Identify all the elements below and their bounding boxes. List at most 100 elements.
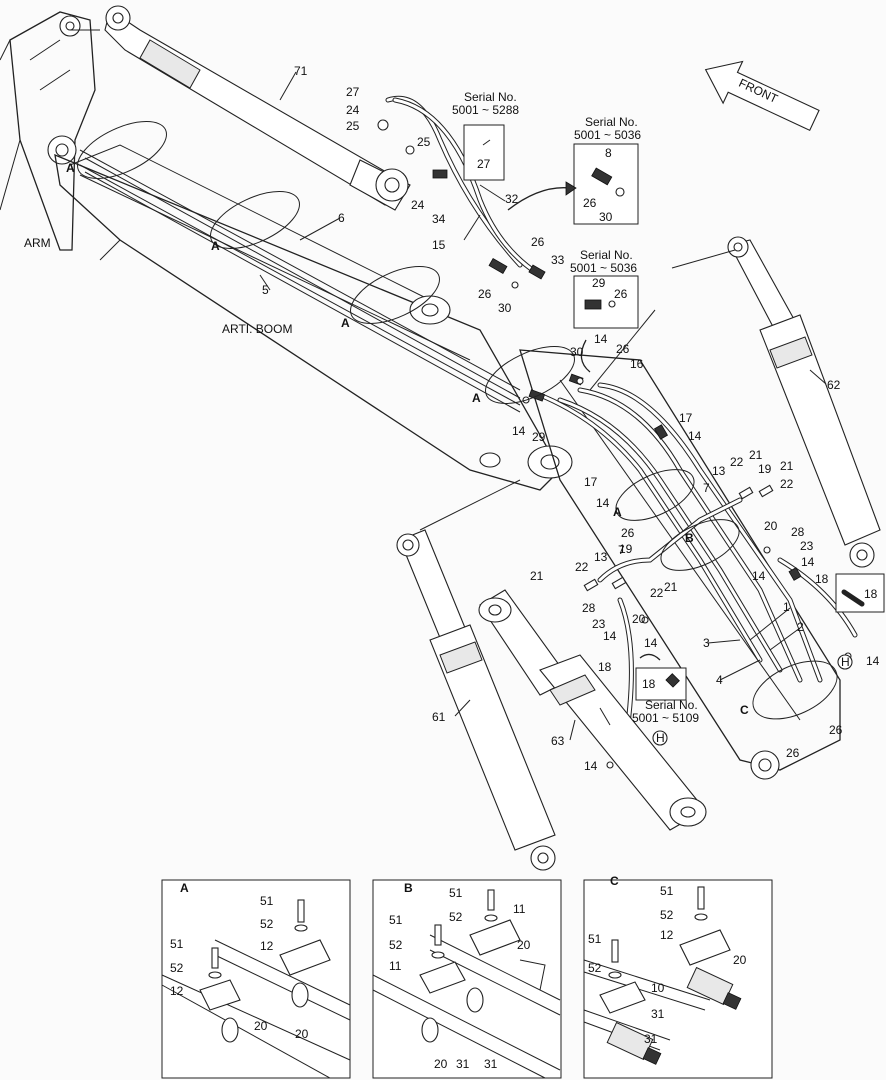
panel-b-11-left: 11 — [389, 959, 402, 973]
arm-structure — [0, 11, 96, 251]
callout-25b: 25 — [417, 135, 431, 149]
front-arrow — [704, 60, 820, 132]
callout-3: 3 — [703, 636, 710, 650]
serial-2-title: Serial No. — [585, 115, 638, 129]
callout-7b: 7 — [618, 543, 625, 557]
serial-3-range: 5001 ~ 5036 — [570, 261, 637, 275]
marker-a-3: A — [341, 316, 350, 330]
callout-16: 16 — [630, 357, 644, 371]
callout-13b: 13 — [594, 550, 608, 564]
panel-c-31-a: 31 — [651, 1007, 665, 1021]
panel-c-12-top: 12 — [660, 928, 674, 942]
panel-a-drawing — [161, 899, 351, 1079]
arm-cylinder — [104, 5, 411, 211]
callout-26a: 26 — [531, 235, 545, 249]
arrow-head-1 — [565, 181, 577, 196]
panel-c-52-top: 52 — [660, 908, 674, 922]
callout-14a: 14 — [594, 332, 608, 346]
serial-1-title: Serial No. — [464, 90, 517, 104]
panel-a-51-left: 51 — [170, 937, 184, 951]
callout-23a: 23 — [800, 539, 814, 553]
main-boom — [519, 349, 841, 780]
callout-63: 63 — [551, 734, 565, 748]
detail-panel-c — [583, 879, 773, 1079]
detail-panel-a — [161, 879, 351, 1079]
callout-30a: 30 — [498, 301, 512, 315]
inset-serial-5288 — [463, 124, 505, 181]
panel-a-20-bottom: 20 — [295, 1027, 309, 1041]
inset-18-left — [635, 667, 687, 701]
panel-a-52-top: 52 — [260, 917, 274, 931]
panel-c-20: 20 — [733, 953, 747, 967]
callout-34: 34 — [432, 212, 446, 226]
panel-c-drawing — [583, 886, 742, 1065]
panel-b-51-top: 51 — [449, 886, 463, 900]
callout-71: 71 — [294, 64, 308, 78]
callout-22a: 22 — [730, 455, 744, 469]
cylinder-63 — [478, 589, 707, 831]
panel-a-51-top: 51 — [260, 894, 274, 908]
callout-22b: 22 — [780, 477, 794, 491]
detail-panel-b — [372, 879, 562, 1079]
callout-21b: 21 — [780, 459, 794, 473]
cylinder-61 — [396, 529, 556, 871]
panel-b-51-left: 51 — [389, 913, 403, 927]
serial-4-title: Serial No. — [645, 698, 698, 712]
callout-6: 6 — [338, 211, 345, 225]
callout-26b: 26 — [478, 287, 492, 301]
marker-h-1: H — [841, 655, 850, 669]
clamp-ellipses — [77, 121, 838, 720]
arti-boom — [54, 144, 573, 491]
panel-b-title: B — [404, 881, 413, 895]
marker-b: B — [685, 531, 694, 545]
arrow-5036 — [580, 339, 591, 373]
marker-h-circle-1 — [837, 654, 853, 670]
callout-18d: 18 — [642, 677, 656, 691]
marker-h-circle-2 — [652, 730, 668, 746]
marker-h-2: H — [656, 731, 665, 745]
callout-20a: 20 — [764, 519, 778, 533]
callout-22c: 22 — [575, 560, 589, 574]
callout-14i: 14 — [644, 636, 658, 650]
callout-1: 1 — [783, 600, 790, 614]
panel-c-31-b: 31 — [644, 1032, 658, 1046]
callout-17a: 17 — [679, 411, 693, 425]
callout-21d: 21 — [664, 580, 678, 594]
callout-7a: 7 — [703, 481, 710, 495]
callout-27b: 27 — [477, 157, 491, 171]
callout-29a: 29 — [592, 276, 606, 290]
callout-26g: 26 — [829, 723, 843, 737]
callout-26c: 26 — [583, 196, 597, 210]
callout-18a: 18 — [815, 572, 829, 586]
callout-30c: 30 — [570, 345, 584, 359]
callout-62: 62 — [827, 378, 841, 392]
inset-18-right — [835, 573, 885, 613]
callout-14b: 14 — [512, 424, 526, 438]
inset-serial-5036-b — [573, 275, 639, 329]
panel-c-51-left: 51 — [588, 932, 602, 946]
panel-c-52-left: 52 — [588, 961, 602, 975]
panel-b-20-bottom: 20 — [434, 1057, 448, 1071]
panel-c-title: C — [610, 874, 619, 888]
panel-a-12-top: 12 — [260, 939, 274, 953]
panel-a-52-left: 52 — [170, 961, 184, 975]
callout-29b: 29 — [532, 430, 546, 444]
panel-a-title: A — [180, 881, 189, 895]
callout-21c: 21 — [530, 569, 544, 583]
callout-13a: 13 — [712, 464, 726, 478]
callout-14j: 14 — [584, 759, 598, 773]
callout-23b: 23 — [592, 617, 606, 631]
callout-24b: 24 — [411, 198, 425, 212]
marker-a-4: A — [472, 391, 481, 405]
inset-serial-5036-a — [573, 143, 639, 225]
cylinder-62 — [727, 236, 881, 568]
callout-30b: 30 — [599, 210, 613, 224]
callout-8: 8 — [605, 146, 612, 160]
panel-b-52-left: 52 — [389, 938, 403, 952]
callout-24: 24 — [346, 103, 360, 117]
callout-27: 27 — [346, 85, 360, 99]
panel-b-20-right: 20 — [517, 938, 531, 952]
panel-b-11-top: 11 — [513, 902, 526, 916]
